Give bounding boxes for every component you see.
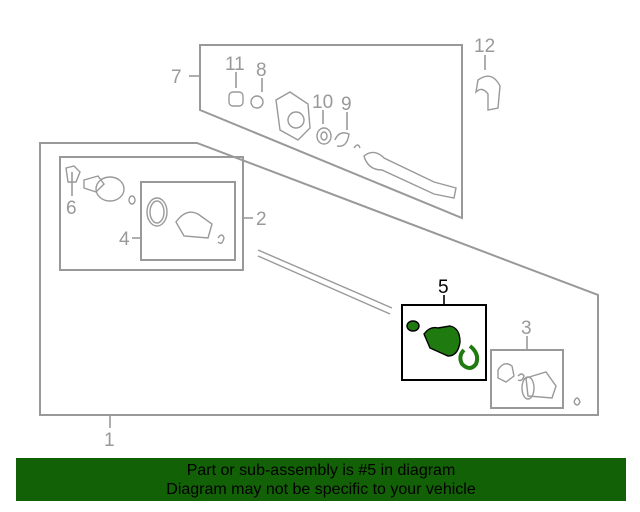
- panel-1-outline: [39, 142, 599, 416]
- cv-boot: [423, 325, 461, 357]
- leader-lines: [71, 55, 528, 428]
- callout-9[interactable]: 9: [341, 94, 352, 115]
- callout-12[interactable]: 12: [474, 36, 495, 57]
- large-clamp: [458, 344, 480, 370]
- small-clamp: [406, 320, 420, 332]
- banner-line-2: Diagram may not be specific to your vehi…: [166, 481, 476, 498]
- callout-3[interactable]: 3: [521, 318, 532, 339]
- info-banner: Part or sub-assembly is #5 in diagram Di…: [16, 458, 626, 501]
- boot-kit-parts[interactable]: [406, 320, 480, 370]
- callout-4[interactable]: 4: [119, 229, 130, 250]
- callout-8[interactable]: 8: [256, 60, 267, 81]
- box-2: [140, 181, 236, 261]
- callout-10[interactable]: 10: [312, 92, 333, 113]
- callout-1[interactable]: 1: [104, 430, 115, 451]
- callout-7[interactable]: 7: [171, 67, 182, 88]
- callout-6[interactable]: 6: [66, 198, 77, 219]
- callout-2[interactable]: 2: [256, 209, 267, 230]
- callout-11[interactable]: 11: [225, 54, 245, 75]
- callout-5[interactable]: 5: [438, 277, 449, 298]
- panel-7-outline: [199, 44, 463, 220]
- banner-line-1: Part or sub-assembly is #5 in diagram: [186, 462, 456, 479]
- gray-parts: [65, 75, 581, 406]
- outer-joint-box: [59, 156, 244, 271]
